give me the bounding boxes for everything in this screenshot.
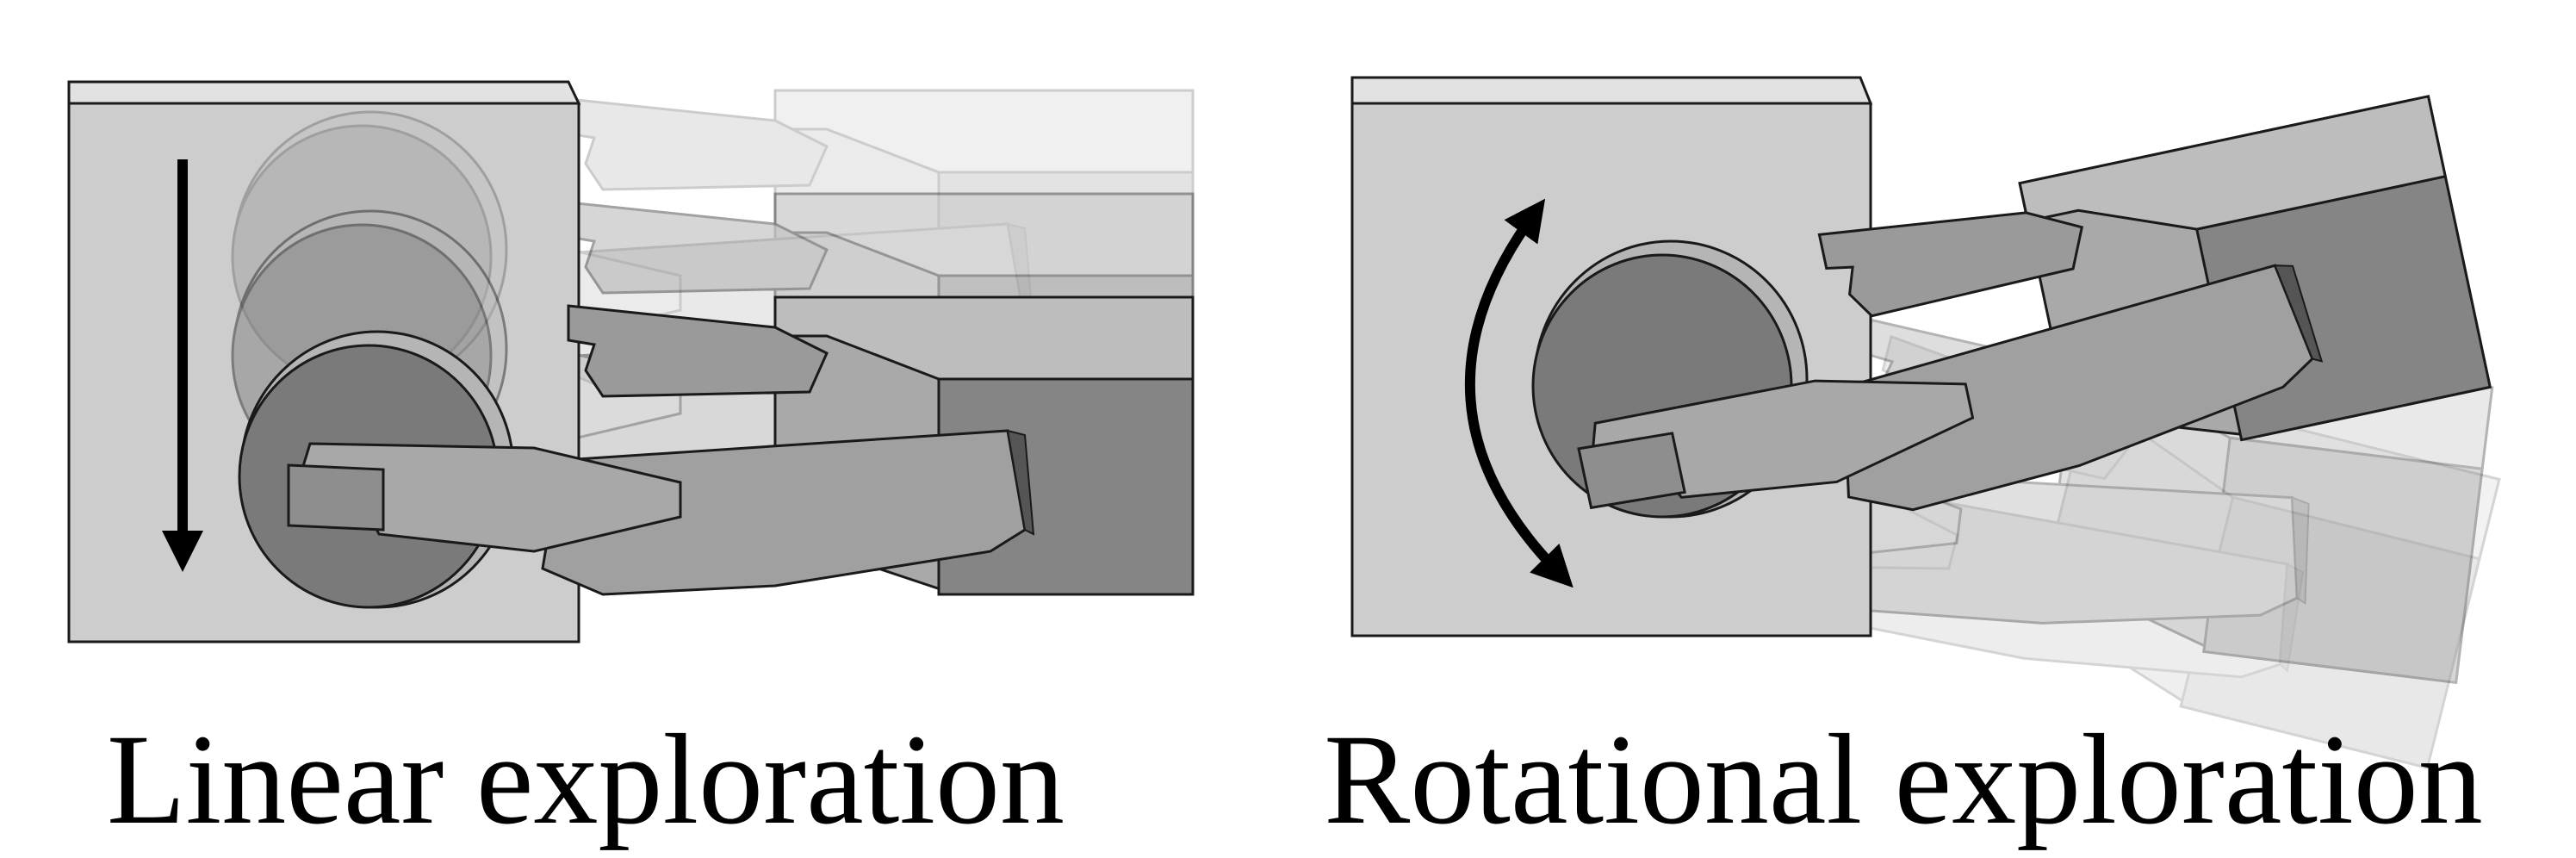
linear-exploration-panel [67, 80, 1195, 644]
caption-linear-exploration: Linear exploration [106, 708, 1065, 851]
caption-rotational-exploration: Rotational exploration [1324, 708, 2483, 851]
rotational-exploration-panel [1350, 76, 2501, 769]
rotational-arrow [1465, 198, 1574, 588]
